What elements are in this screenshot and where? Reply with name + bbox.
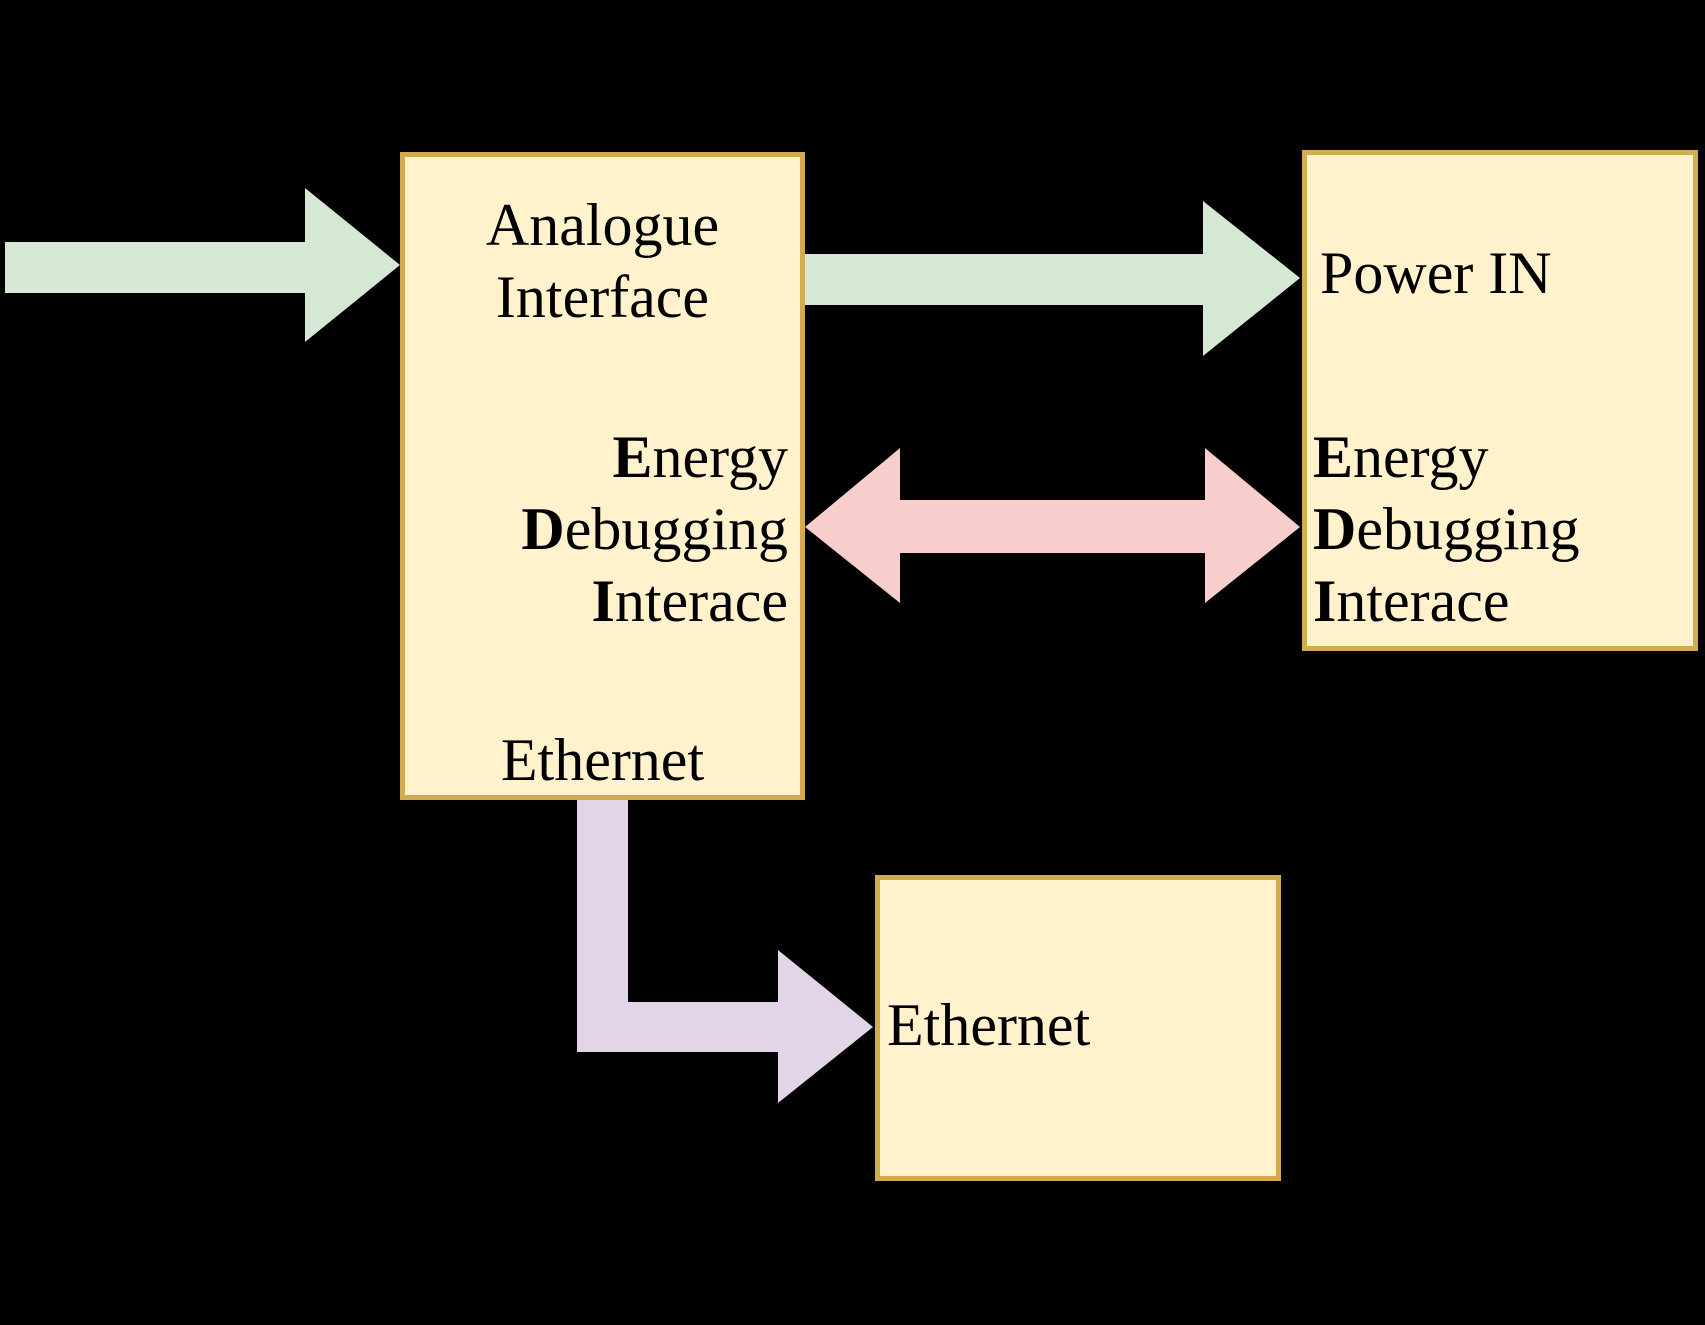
edi-bold-letter: E — [612, 424, 653, 490]
edi-bold-letter: D — [521, 496, 565, 562]
edi-line-energy: Energy — [405, 421, 788, 493]
analogue-interface-label-line1: Analogue — [485, 192, 720, 258]
power-in-arrow — [805, 201, 1300, 356]
edi-line-energy: Energy — [1313, 421, 1580, 493]
analogue-interface-box — [400, 152, 805, 800]
edi-bold-letter: D — [1313, 496, 1357, 562]
ethernet-arrow — [577, 799, 873, 1103]
analogue-edi-label: Energy Debugging Interace — [405, 421, 788, 637]
power-in-box — [1302, 150, 1698, 651]
power-edi-label: Energy Debugging Interace — [1313, 421, 1580, 637]
edi-rest: nergy — [1353, 424, 1489, 490]
analogue-interface-label-line2: Interface — [495, 264, 710, 330]
edi-bold-letter: I — [1313, 568, 1337, 634]
edi-bidirectional-arrow — [805, 448, 1300, 603]
edi-rest: nterace — [614, 568, 788, 634]
edi-line-interace: Interace — [1313, 565, 1580, 637]
edi-rest: nergy — [652, 424, 788, 490]
ethernet-box-label: Ethernet — [887, 992, 1091, 1058]
edi-rest: ebugging — [1356, 496, 1580, 562]
edi-rest: nterace — [1336, 568, 1510, 634]
edi-line-debugging: Debugging — [405, 493, 788, 565]
power-input-arrow — [5, 188, 400, 342]
edi-line-interace: Interace — [405, 565, 788, 637]
power-in-label: Power IN — [1320, 240, 1552, 306]
edi-bold-letter: E — [1313, 424, 1354, 490]
edi-rest: ebugging — [564, 496, 788, 562]
ethernet-box — [875, 875, 1281, 1181]
edi-bold-letter: I — [591, 568, 615, 634]
edi-line-debugging: Debugging — [1313, 493, 1580, 565]
analogue-ethernet-port-label: Ethernet — [500, 727, 705, 793]
analogue-interface-label: Analogue Interface — [405, 189, 800, 333]
